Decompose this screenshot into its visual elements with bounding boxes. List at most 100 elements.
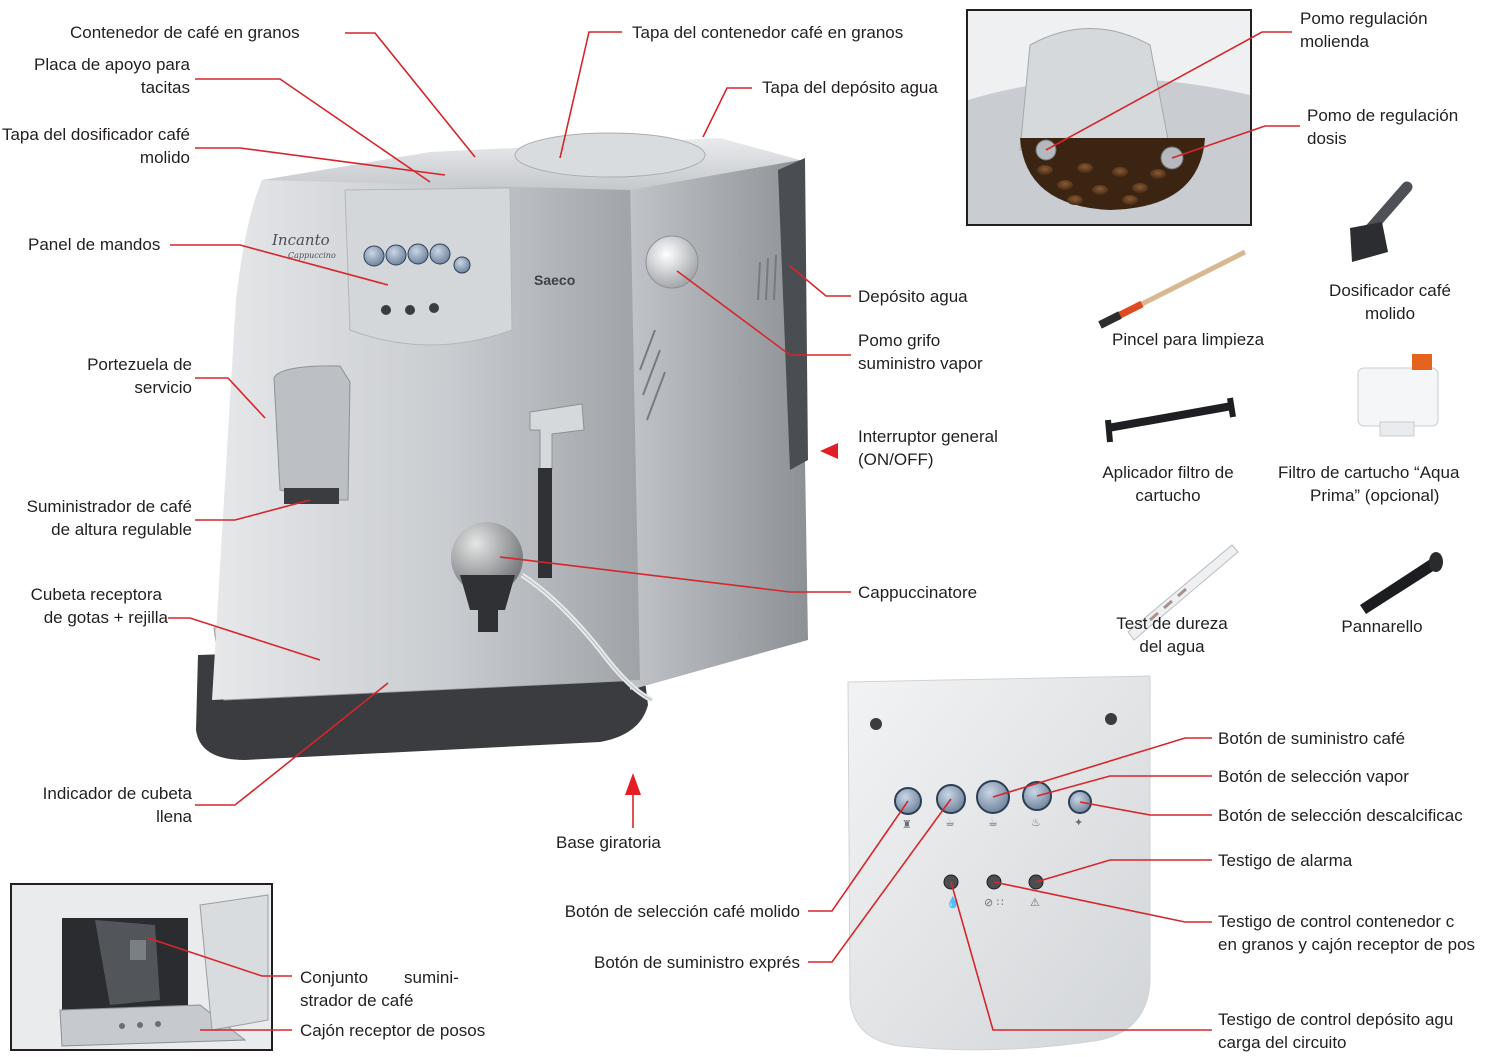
leader-conjunto — [147, 937, 292, 977]
label-tapa-dosificador-1: Tapa del dosificador café — [2, 125, 190, 144]
leader-cappuccinatore — [499, 556, 851, 593]
label-suministrador-1: Suministrador de café — [27, 497, 192, 516]
control-panel-plate — [847, 675, 1151, 1051]
label-placa-apoyo-2: tacitas — [141, 78, 190, 97]
test-strip-picture — [1127, 544, 1239, 641]
svg-text:♜: ♜ — [902, 818, 912, 831]
label-testigo-alarma: Testigo de alarma — [1218, 851, 1353, 870]
interruptor-arrow — [820, 443, 838, 459]
leader-boton-molido — [808, 800, 909, 912]
svg-text:⚠: ⚠ — [1030, 896, 1040, 909]
machine-side — [620, 160, 808, 690]
label-pomo-molienda-1: Pomo regulación — [1300, 9, 1428, 28]
label-testigo-contenedor-1: Testigo de control contenedor c — [1218, 912, 1455, 931]
label-tapa-dosificador-2: molido — [140, 148, 190, 167]
inset-service — [10, 883, 292, 1051]
leader-placa — [195, 78, 431, 183]
label-pomo-molienda-2: molienda — [1300, 32, 1370, 51]
machine-buttons — [363, 243, 471, 315]
leader-contenedor — [345, 32, 476, 158]
leader-pomo-grifo — [676, 270, 851, 356]
label-pincel: Pincel para limpieza — [1112, 330, 1265, 349]
main-leaders — [168, 31, 851, 828]
grinder-lid — [1019, 28, 1171, 151]
label-indicador-1: Indicador de cubeta — [43, 784, 193, 803]
label-contenedor-cafe: Contenedor de café en granos — [70, 23, 300, 42]
drawer-hole-1 — [119, 1023, 125, 1029]
steam-wand-pipe — [538, 468, 552, 578]
water-tank — [778, 158, 808, 470]
main-labels: Contenedor de café en granos Tapa del co… — [2, 23, 998, 852]
label-dosificador-1: Dosificador café — [1329, 281, 1451, 300]
coffee-machine: Incanto Cappuccino Saeco — [196, 132, 808, 760]
label-boton-expres: Botón de suministro exprés — [594, 953, 800, 972]
label-boton-cafe: Botón de suministro café — [1218, 729, 1405, 748]
label-aplicador-2: cartucho — [1135, 486, 1200, 505]
side-vents — [639, 254, 777, 421]
label-aplicador-1: Aplicador filtro de — [1102, 463, 1233, 482]
label-conjunto-2: strador de café — [300, 991, 413, 1010]
grounds-drawer — [59, 1004, 247, 1047]
model-sub-logo: Cappuccino — [288, 251, 336, 260]
leader-suministrador — [195, 499, 311, 521]
label-deposito-agua: Depósito agua — [858, 287, 968, 306]
label-conjunto-b: sumini- — [404, 968, 459, 987]
svg-text:⊘ ∷: ⊘ ∷ — [984, 896, 1004, 909]
control-panel-detail: ♜☕☕ ♨✦ 💧⊘ ∷⚠ — [808, 675, 1212, 1051]
inset-grinder — [966, 9, 1300, 226]
label-testigo-deposito-1: Testigo de control depósito agu — [1218, 1010, 1453, 1029]
leader-tapa-deposito — [702, 87, 752, 138]
label-tapa-contenedor: Tapa del contenedor café en granos — [632, 23, 903, 42]
leader-indicador — [195, 682, 389, 806]
label-cubeta-2: de gotas + rejilla — [44, 608, 169, 627]
cappuccinatore-base — [460, 575, 515, 610]
leader-testigo-alarma — [1035, 859, 1212, 883]
label-panel-mandos: Panel de mandos — [28, 235, 160, 254]
model-logo: Incanto — [271, 231, 330, 249]
leader-tapa-dosificador — [195, 147, 446, 176]
leader-molienda — [1045, 31, 1292, 151]
saeco-logo: Saeco — [534, 272, 575, 288]
drawer-hole-2 — [137, 1022, 143, 1028]
label-cappuccinatore: Cappuccinatore — [858, 583, 977, 602]
svg-text:☕: ☕ — [988, 816, 998, 829]
bean-container-lid — [514, 132, 706, 178]
coffee-beans — [1037, 163, 1166, 205]
svg-text:✦: ✦ — [1074, 816, 1083, 829]
label-pannarello: Pannarello — [1341, 617, 1422, 636]
cappuccinatore-nozzle — [478, 608, 498, 632]
leader-cubeta — [168, 617, 321, 661]
panel-screw-right — [1105, 713, 1117, 725]
leader-boton-cafe — [992, 737, 1212, 798]
leader-testigo-contenedor — [993, 881, 1212, 923]
accessories — [1098, 181, 1443, 641]
label-portezuela-2: servicio — [134, 378, 192, 397]
coffee-spout-nozzle — [284, 488, 339, 504]
label-pomo-grifo-2: suministro vapor — [858, 354, 983, 373]
leader-dosis — [1171, 125, 1300, 159]
label-pomo-dosis-2: dosis — [1307, 129, 1347, 148]
leader-deposito — [789, 265, 851, 297]
label-suministrador-2: de altura regulable — [51, 520, 192, 539]
leader-boton-descalc — [1079, 801, 1212, 816]
label-interruptor-1: Interruptor general — [858, 427, 998, 446]
label-boton-molido: Botón de selección café molido — [565, 902, 800, 921]
service-door — [199, 894, 269, 1031]
filter-picture — [1357, 354, 1439, 437]
label-interruptor-2: (ON/OFF) — [858, 450, 934, 469]
leader-testigo-deposito — [950, 881, 1212, 1031]
milk-tube-edge — [521, 574, 653, 701]
accessory-labels: Pincel para limpieza Dosificador café mo… — [1102, 281, 1460, 656]
label-placa-apoyo-1: Placa de apoyo para — [34, 55, 190, 74]
label-portezuela-1: Portezuela de — [87, 355, 192, 374]
label-filtro-2: Prima” (opcional) — [1310, 486, 1439, 505]
base-giratoria-arrow — [625, 773, 641, 795]
label-boton-descalcificacion: Botón de selección descalcificac — [1218, 806, 1463, 825]
doser-picture — [1350, 181, 1413, 262]
svg-text:♨: ♨ — [1031, 816, 1041, 829]
svg-text:☕: ☕ — [945, 816, 955, 829]
label-indicador-2: llena — [156, 807, 192, 826]
label-filtro-1: Filtro de cartucho “Aqua — [1278, 463, 1460, 482]
brew-group-detail — [130, 940, 146, 960]
control-panel-labels: Botón de suministro café Botón de selecc… — [565, 729, 1475, 1052]
